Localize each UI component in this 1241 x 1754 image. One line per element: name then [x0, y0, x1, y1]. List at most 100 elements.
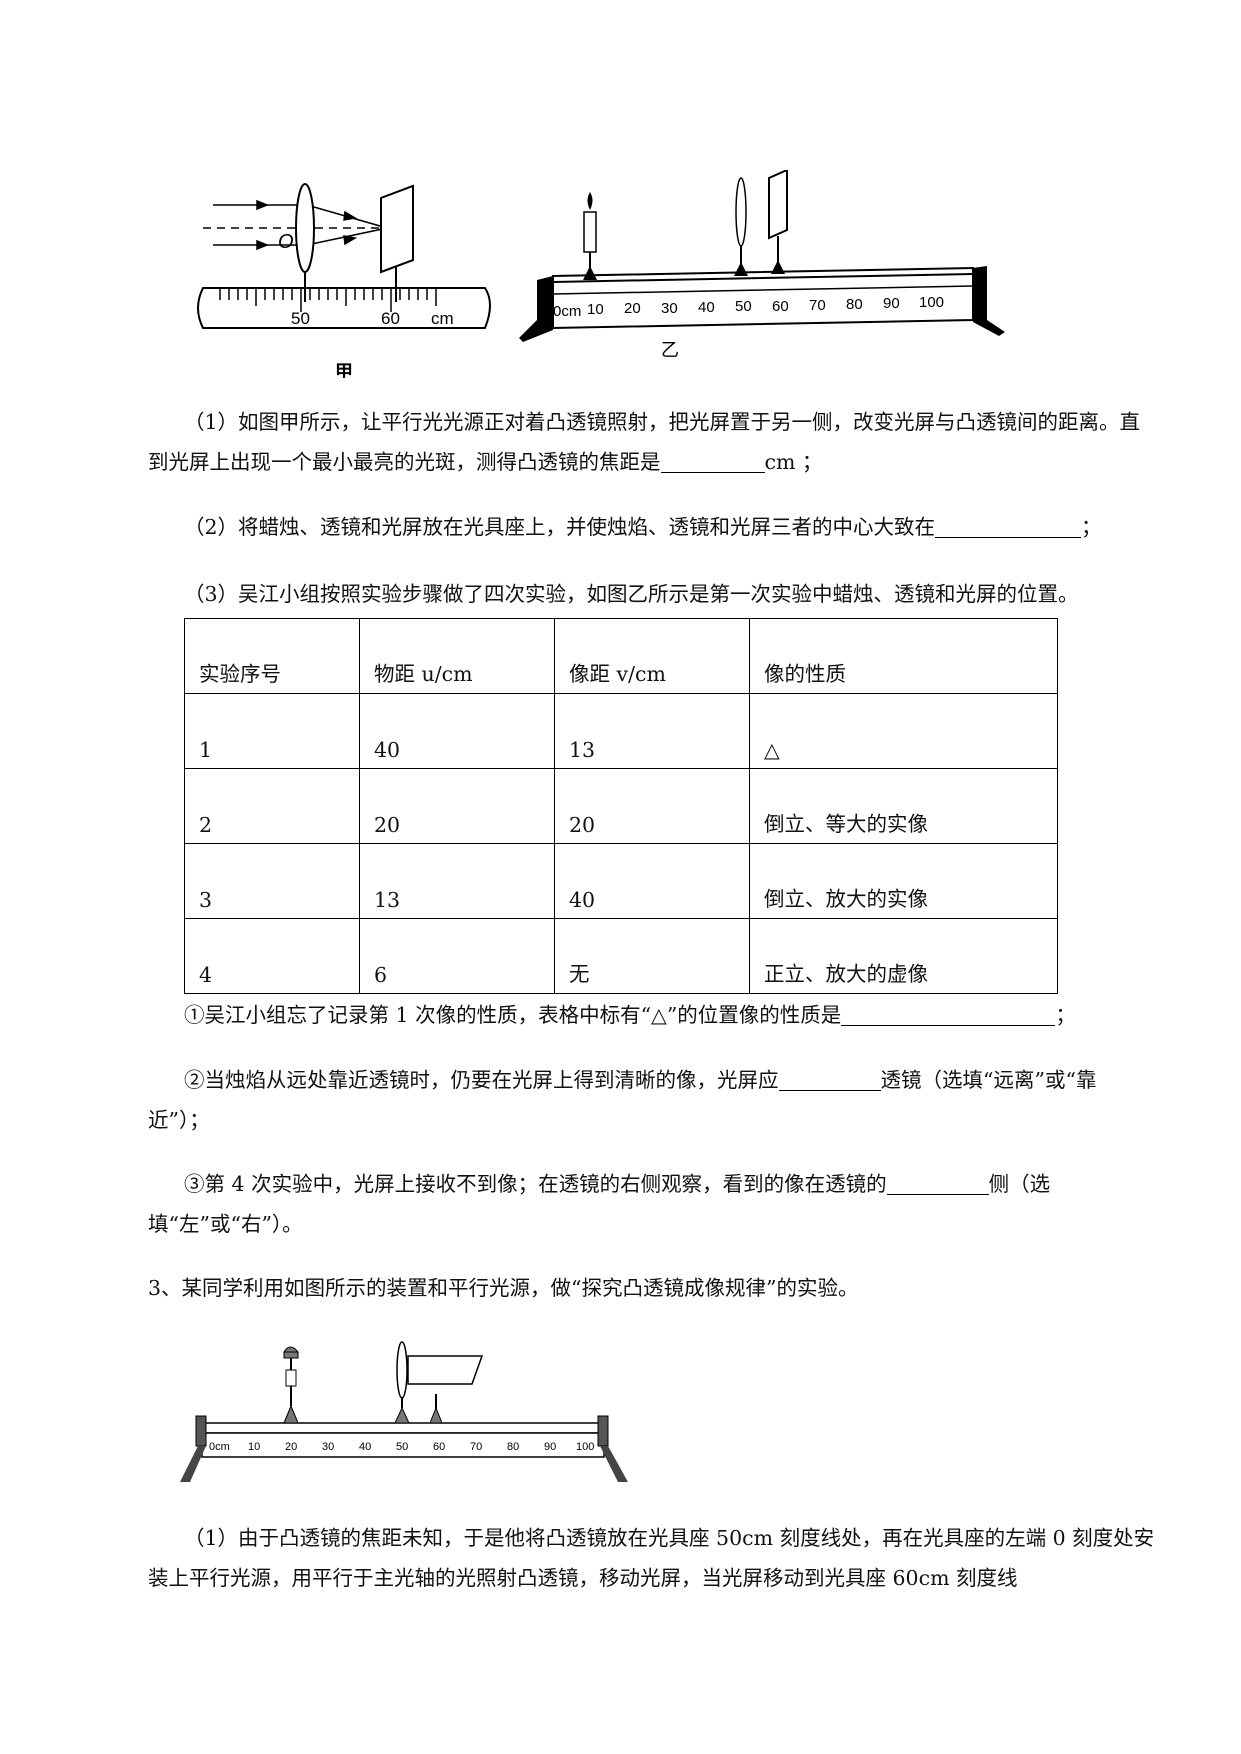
- q2-sub3-end: 侧（选填“左”或“右”）。: [148, 1172, 1051, 1236]
- q2-part3-text: （3）吴江小组按照实验步骤做了四次实验，如图乙所示是第一次实验中蜡烛、透镜和光屏…: [184, 582, 1079, 606]
- scale-90: 90: [883, 295, 900, 312]
- scale-90: 90: [544, 1441, 556, 1453]
- scale-40: 40: [359, 1441, 371, 1453]
- figure-yi: 0cm 10 20 30 40 50 60 70 80 90 100: [515, 168, 1010, 370]
- figure-caption-yi: 乙: [661, 340, 679, 360]
- table-cell: 40: [359, 693, 555, 769]
- q2-part2-text: （2）将蜡烛、透镜和光屏放在光具座上，并使烛焰、透镜和光屏三者的中心大致在: [184, 515, 936, 539]
- q2-part2-end: ；: [1081, 515, 1102, 539]
- table-header-cell: 物距 u/cm: [359, 618, 555, 694]
- screen: [768, 168, 788, 274]
- lens: [734, 177, 748, 276]
- q2-part2: （2）将蜡烛、透镜和光屏放在光具座上，并使烛焰、透镜和光屏三者的中心大致在 ；: [148, 507, 1158, 547]
- table-cell: 2: [184, 768, 360, 844]
- convex-lens: [295, 183, 315, 273]
- q2-sub1-text: ①吴江小组忘了记录第 1 次像的性质，表格中标有“△”的位置像的性质是: [184, 1003, 842, 1027]
- scale-20: 20: [624, 300, 641, 317]
- scale-100: 100: [576, 1441, 594, 1453]
- bench-leg-right: [600, 1446, 628, 1482]
- table-header-cell: 实验序号: [184, 618, 360, 694]
- table-header-cell: 像的性质: [749, 618, 1058, 694]
- table-row: 2 20 20 倒立、等大的实像: [184, 768, 1058, 844]
- q2-part1-text: （1）如图甲所示，让平行光光源正对着凸透镜照射，把光屏置于另一侧，改变光屏与凸透…: [148, 410, 1141, 474]
- table-header-cell: 像距 v/cm: [554, 618, 750, 694]
- table-cell: 4: [184, 918, 360, 994]
- q2-sub1: ①吴江小组忘了记录第 1 次像的性质，表格中标有“△”的位置像的性质是 ；: [148, 995, 1168, 1035]
- q2-sub2: ②当烛焰从远处靠近透镜时，仍要在光屏上得到清晰的像，光屏应透镜（选填“远离”或“…: [148, 1060, 1158, 1140]
- q3-bench-scale: 0cm 10 20 30 40 50 60 70 80 90 100: [209, 1441, 594, 1453]
- q3-lens: [394, 1341, 410, 1424]
- scale-60: 60: [772, 298, 789, 315]
- scale-100: 100: [919, 294, 944, 311]
- q3-part1-text: （1）由于凸透镜的焦距未知，于是他将凸透镜放在光具座 50cm 刻度线处，再在光…: [148, 1526, 1155, 1590]
- q2-part1: （1）如图甲所示，让平行光光源正对着凸透镜照射，把光屏置于另一侧，改变光屏与凸透…: [148, 402, 1158, 482]
- scale-30: 30: [322, 1441, 334, 1453]
- q2-part1-unit: cm ；: [764, 450, 823, 474]
- q2-sub3-text: ③第 4 次实验中，光屏上接收不到像；在透镜的右侧观察，看到的像在透镜的: [184, 1172, 887, 1196]
- bench-leg-left: [180, 1446, 206, 1482]
- scale-0cm: 0cm: [209, 1441, 230, 1453]
- answer-blank-image-nature[interactable]: [841, 1003, 1056, 1026]
- bench-scale: 0cm 10 20 30 40 50 60 70 80 90 100: [553, 294, 944, 320]
- scale-0cm: 0cm: [553, 303, 581, 320]
- table-cell: 20: [554, 768, 750, 844]
- parallel-light-source: [283, 1346, 300, 1424]
- light-rays: [213, 199, 388, 251]
- table-cell: 倒立、放大的实像: [749, 843, 1058, 919]
- q2-sub2-end: 透镜（选填“远离”或“靠近”）；: [148, 1068, 1097, 1132]
- scale-50: 50: [735, 298, 752, 315]
- figure-caption-jia: 甲: [335, 362, 353, 378]
- table-cell: 1: [184, 693, 360, 769]
- table-cell: 倒立、等大的实像: [749, 768, 1058, 844]
- experiment-table: 实验序号 物距 u/cm 像距 v/cm 像的性质 1 40 13 △ 2 20…: [184, 618, 1058, 994]
- q3-title-text: 3、某同学利用如图所示的装置和平行光源，做“探究凸透镜成像规律”的实验。: [148, 1276, 859, 1300]
- ruler-label-50: 50: [291, 309, 310, 328]
- answer-blank-image-side[interactable]: [886, 1172, 989, 1195]
- scale-10: 10: [587, 301, 604, 318]
- answer-blank-focal-length[interactable]: [660, 450, 765, 473]
- table-header-row: 实验序号 物距 u/cm 像距 v/cm 像的性质: [184, 618, 1058, 694]
- light-screen: [380, 184, 414, 274]
- table-cell: △: [749, 693, 1058, 769]
- q3-part1: （1）由于凸透镜的焦距未知，于是他将凸透镜放在光具座 50cm 刻度线处，再在光…: [148, 1518, 1168, 1598]
- table-cell: 40: [554, 843, 750, 919]
- scale-30: 30: [661, 300, 678, 317]
- figure-jia-drawing: 50 60 cm O 甲: [197, 183, 491, 382]
- scale-60: 60: [433, 1441, 445, 1453]
- q2-sub1-end: ；: [1055, 1003, 1076, 1027]
- table-cell: 13: [554, 693, 750, 769]
- q3-screen: [407, 1355, 484, 1424]
- table-cell: 20: [359, 768, 555, 844]
- candle: [583, 192, 597, 280]
- table-cell: 正立、放大的虚像: [749, 918, 1058, 994]
- bench-stand-left: [519, 276, 553, 342]
- scale-70: 70: [470, 1441, 482, 1453]
- figure-bench-q3-drawing: 0cm 10 20 30 40 50 60 70 80 90 100: [180, 1341, 628, 1482]
- q2-sub3: ③第 4 次实验中，光屏上接收不到像；在透镜的右侧观察，看到的像在透镜的侧（选填…: [148, 1164, 1158, 1244]
- bench-stand-right: [973, 266, 1005, 336]
- answer-blank-screen-direction[interactable]: [778, 1068, 881, 1091]
- scale-80: 80: [846, 296, 863, 313]
- figure-yi-drawing: 0cm 10 20 30 40 50 60 70 80 90 100: [519, 168, 1005, 360]
- ruler-label-60: 60: [381, 309, 400, 328]
- table-cell: 13: [359, 843, 555, 919]
- ruler-ticks: [219, 288, 437, 312]
- scale-70: 70: [809, 297, 826, 314]
- table-row: 1 40 13 △: [184, 693, 1058, 769]
- scale-50: 50: [396, 1441, 408, 1453]
- table-cell: 无: [554, 918, 750, 994]
- answer-blank-center-height[interactable]: [935, 515, 1082, 538]
- lens-label-o: O: [278, 231, 294, 253]
- ruler-label-cm: cm: [431, 309, 454, 328]
- q2-sub2-text: ②当烛焰从远处靠近透镜时，仍要在光屏上得到清晰的像，光屏应: [184, 1068, 779, 1092]
- figure-jia: 50 60 cm O 甲: [195, 178, 495, 382]
- table-cell: 3: [184, 843, 360, 919]
- q2-part3: （3）吴江小组按照实验步骤做了四次实验，如图乙所示是第一次实验中蜡烛、透镜和光屏…: [148, 574, 1168, 614]
- q3-title: 3、某同学利用如图所示的装置和平行光源，做“探究凸透镜成像规律”的实验。: [148, 1268, 1158, 1308]
- table-cell: 6: [359, 918, 555, 994]
- table-row: 4 6 无 正立、放大的虚像: [184, 918, 1058, 994]
- scale-20: 20: [285, 1441, 297, 1453]
- figure-bench-q3: 0cm 10 20 30 40 50 60 70 80 90 100: [172, 1336, 642, 1486]
- table-row: 3 13 40 倒立、放大的实像: [184, 843, 1058, 919]
